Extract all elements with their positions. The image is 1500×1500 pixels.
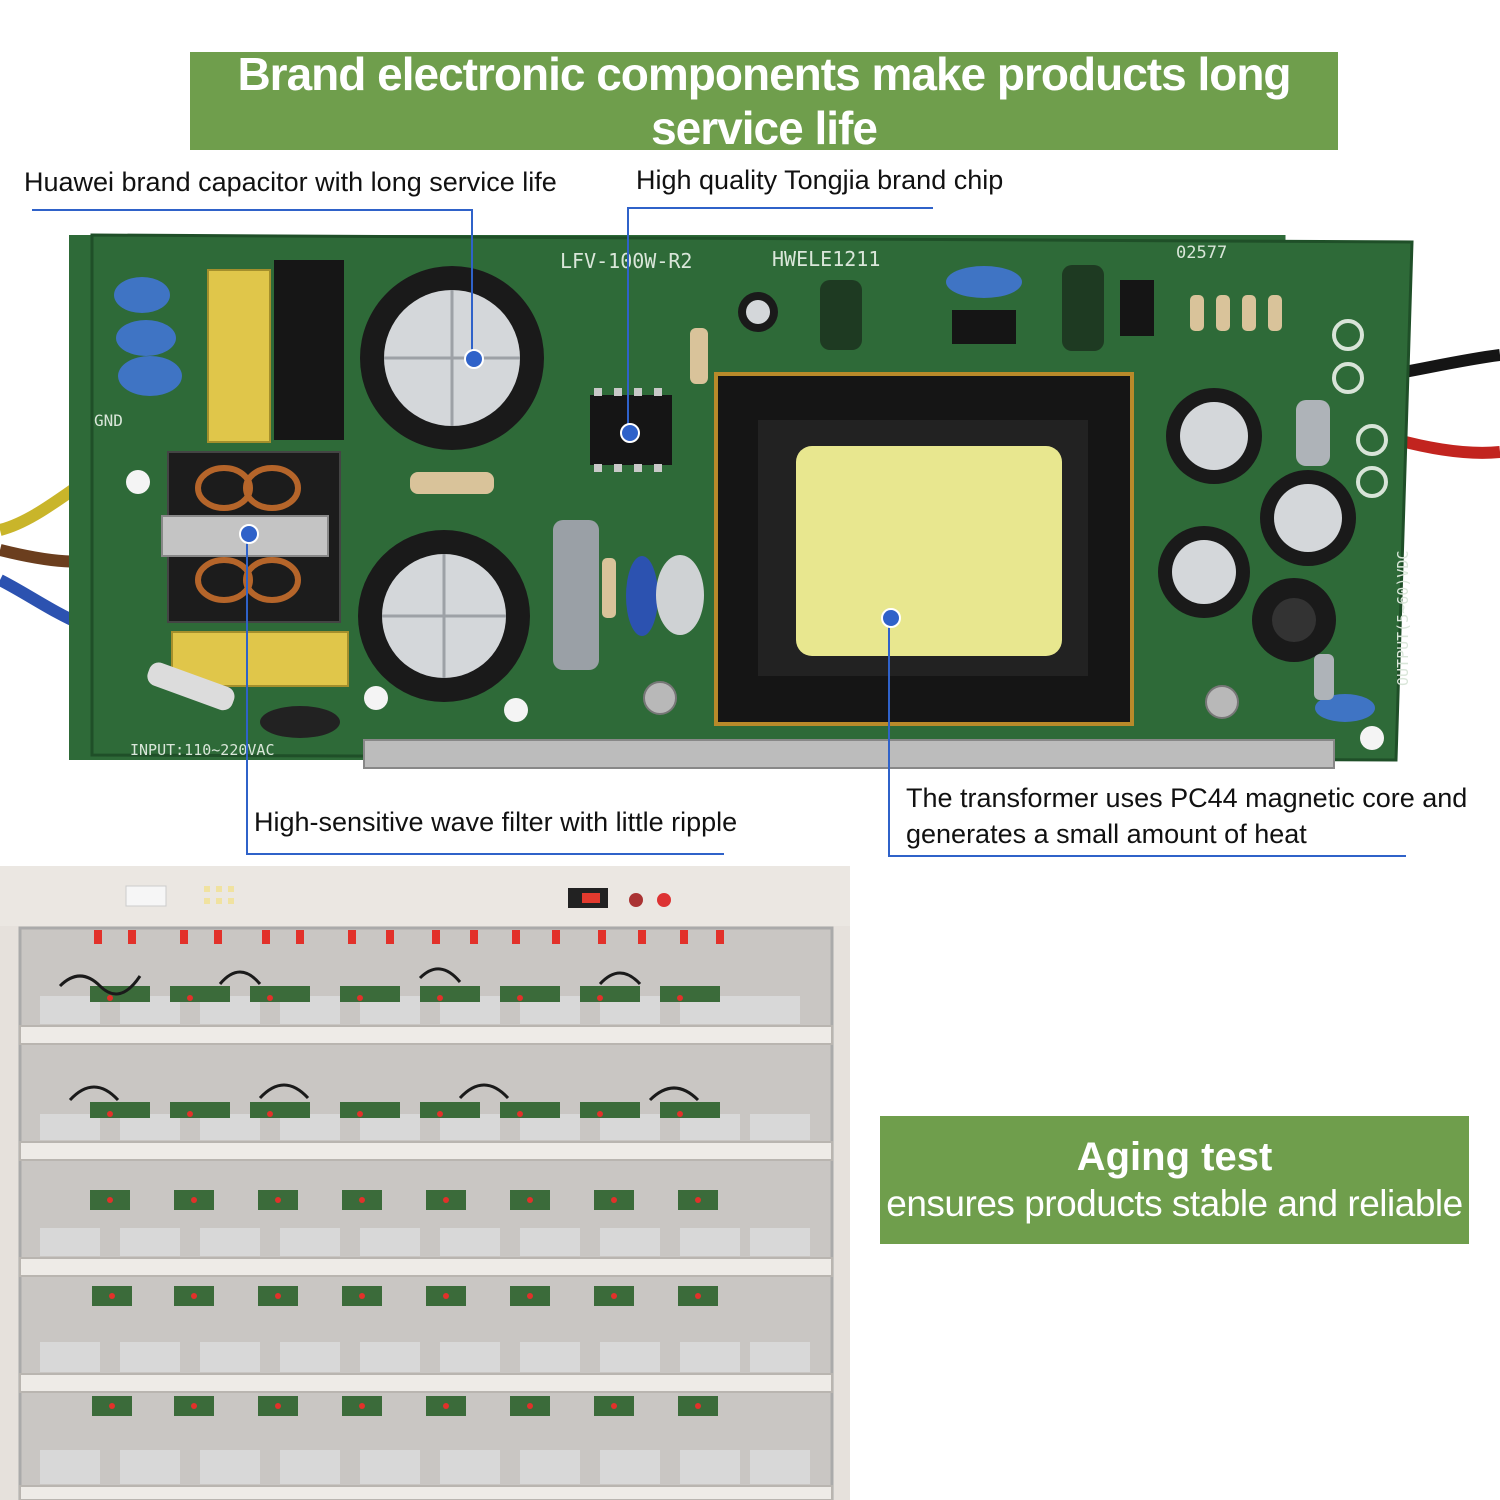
header-title: Brand electronic components make product… xyxy=(237,48,1291,154)
aging-test-title: Aging test xyxy=(1076,1135,1273,1179)
capacitor-callout: Huawei brand capacitor with long service… xyxy=(24,167,557,197)
capacitor-leader-v xyxy=(471,209,473,357)
board-model-label: LFV-100W-R2 xyxy=(560,249,692,273)
transformer-leader-v xyxy=(888,616,890,856)
transformer-leader-h xyxy=(888,855,1406,857)
transformer-marker xyxy=(881,608,901,628)
chip-leader-h xyxy=(627,207,933,209)
power-supply-board: LFV-100W-R2 HWELE1211 02577 INPUT:110~22… xyxy=(0,233,1500,769)
transformer-callout-line1: The transformer uses PC44 magnetic core … xyxy=(906,783,1468,813)
chip-leader-v xyxy=(627,207,629,431)
transformer-callout-line2: generates a small amount of heat xyxy=(906,819,1307,849)
board-gnd-label: GND xyxy=(94,411,123,430)
aging-test-banner: Aging test ensures products stable and r… xyxy=(880,1116,1469,1244)
filter-callout: High-sensitive wave filter with little r… xyxy=(254,807,738,837)
aging-test-subtitle: ensures products stable and reliable xyxy=(886,1183,1463,1224)
filter-marker xyxy=(239,524,259,544)
board-output-label: OUTPUT(5~60)VDC xyxy=(1394,551,1412,686)
board-lot-label: 02577 xyxy=(1176,243,1227,263)
filter-leader-h xyxy=(246,853,724,855)
capacitor-leader-h xyxy=(32,209,472,211)
filter-leader-v xyxy=(246,532,248,854)
chip-marker xyxy=(620,423,640,443)
chip-callout: High quality Tongjia brand chip xyxy=(636,165,1004,195)
capacitor-marker xyxy=(464,349,484,369)
board-input-label: INPUT:110~220VAC xyxy=(130,741,275,759)
header-banner: Brand electronic components make product… xyxy=(190,48,1338,154)
board-code-label: HWELE1211 xyxy=(772,247,880,271)
aging-test-rack xyxy=(0,866,850,1500)
